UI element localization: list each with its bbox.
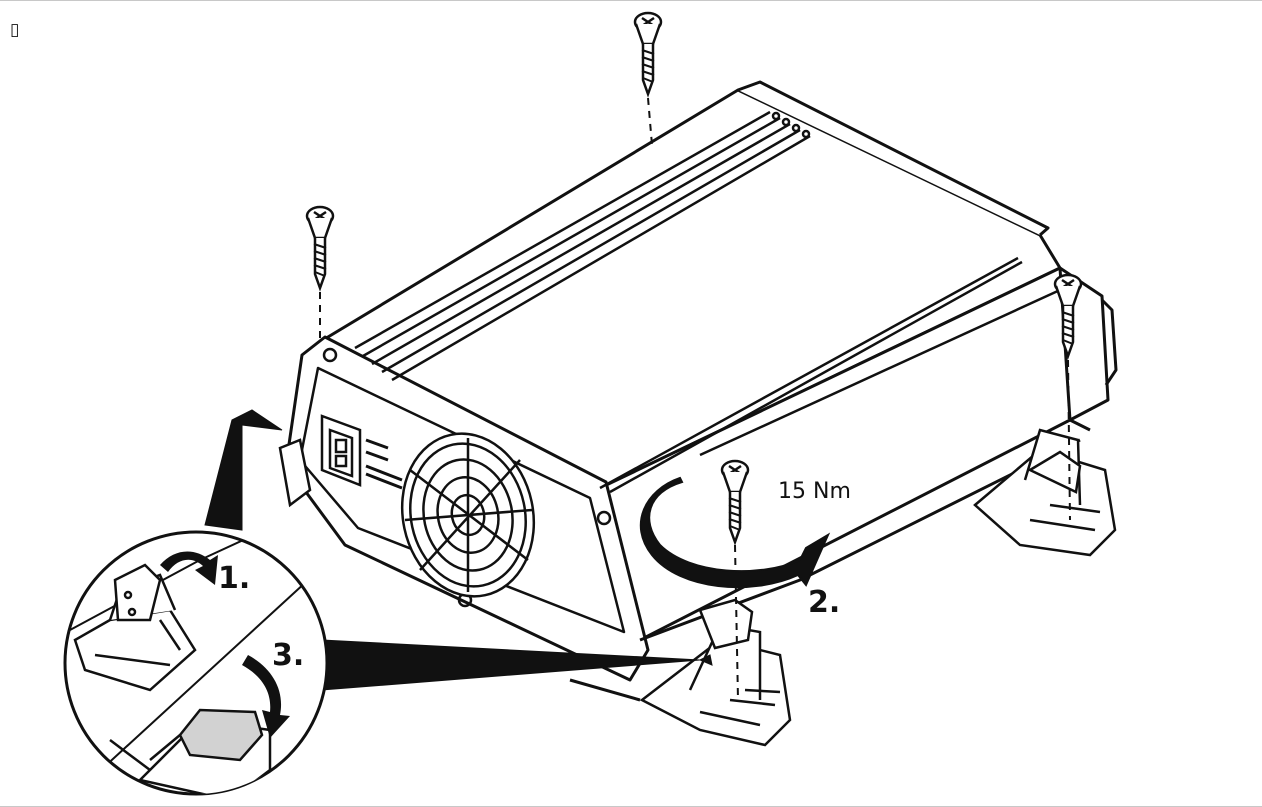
cooling-ribs — [354, 110, 1061, 494]
mounting-foot-front-left — [278, 438, 312, 508]
rotation-arrow-icon — [639, 476, 831, 589]
switch-icon — [320, 414, 403, 490]
detail-inset: 1. 3. — [63, 530, 329, 796]
mounting-foot-rear-right — [973, 428, 1117, 557]
screw-guide-lines — [319, 97, 1071, 701]
torque-label: 15 Nm — [778, 479, 851, 504]
mounting-foot-front — [639, 598, 792, 747]
curved-arrow-icon — [160, 551, 290, 738]
step-2-label: 2. — [808, 585, 840, 620]
broken-image-glyph: ▯ — [10, 20, 20, 40]
step-3-label: 3. — [272, 638, 304, 673]
step-1-label: 1. — [218, 561, 250, 596]
fan-icon — [400, 432, 536, 598]
